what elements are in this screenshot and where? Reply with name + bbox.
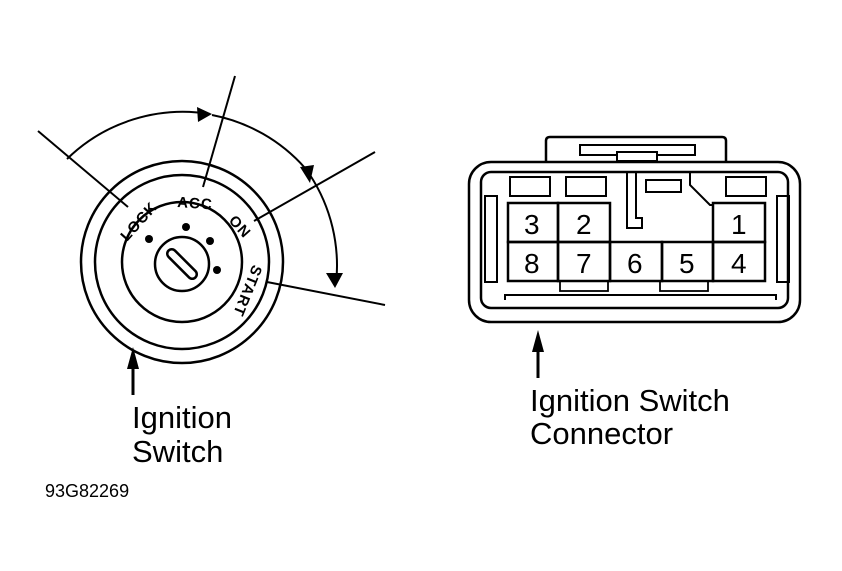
pin-number-6: 6	[627, 248, 643, 279]
ignition-switch-label-line1: Ignition	[132, 400, 232, 435]
position-label-on: ON	[225, 212, 254, 242]
position-label-lock: LOCK	[117, 199, 161, 245]
pin-number-8: 8	[524, 248, 540, 279]
pin-number-5: 5	[679, 248, 695, 279]
switch-face-ring	[93, 173, 271, 351]
connector-label-line2: Connector	[530, 416, 673, 451]
on-dot	[206, 237, 214, 245]
ignition-switch	[79, 159, 285, 365]
connector-lock-tab	[544, 135, 728, 162]
key-slot	[165, 247, 199, 281]
pin-number-1: 1	[731, 209, 747, 240]
pin-number-2: 2	[576, 209, 592, 240]
arrow-icon	[197, 107, 343, 288]
lock-dot	[145, 235, 153, 243]
ignition-switch-connector	[467, 135, 802, 324]
connector-label-line1: Ignition Switch	[530, 383, 730, 418]
position-label-acc: ACC	[177, 194, 214, 213]
start-dot	[213, 266, 221, 274]
rotation-arcs	[66, 110, 338, 285]
connector-pin-grid	[506, 201, 767, 283]
figure-code: 93G82269	[45, 481, 129, 501]
position-leader-lines	[37, 75, 386, 306]
acc-dot	[182, 223, 190, 231]
pin-number-3: 3	[524, 209, 540, 240]
pin-number-7: 7	[576, 248, 592, 279]
position-dots	[145, 223, 221, 274]
ignition-switch-label-line2: Switch	[132, 434, 223, 469]
key-cylinder-ring	[120, 200, 244, 324]
pin-number-4: 4	[731, 248, 747, 279]
arrow-icon	[532, 330, 544, 378]
switch-outer-ring	[79, 159, 285, 365]
key-plug	[153, 235, 211, 293]
arrow-icon	[127, 347, 139, 395]
